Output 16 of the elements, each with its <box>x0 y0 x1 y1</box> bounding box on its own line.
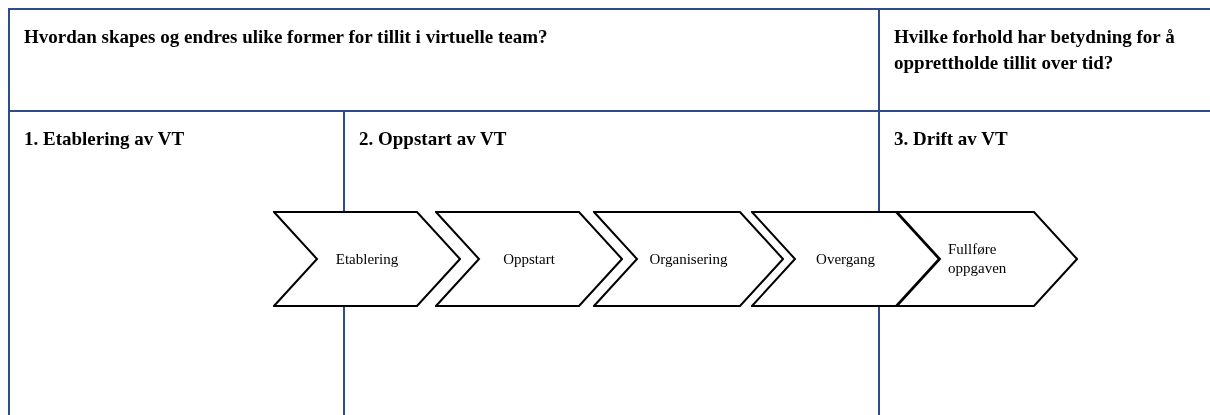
phase-heading: 3. Drift av VT <box>894 127 1008 151</box>
header-cell <box>8 8 880 112</box>
step-label: Overgang <box>816 249 875 269</box>
chevron-step <box>273 211 461 307</box>
chevron-step <box>593 211 784 307</box>
chevron-step <box>435 211 623 307</box>
question-heading: Hvordan skapes og endres ulike former for tillit i virtuelle team? <box>24 25 548 49</box>
question-heading: Hvilke forhold har betydning for å opprettholde tillit over tid? <box>894 25 1176 75</box>
phase-heading: 1. Etablering av VT <box>24 127 185 151</box>
step-label: Oppstart <box>503 249 555 269</box>
step-label: Fullføre oppgaven <box>948 240 1008 278</box>
phase-heading: 2. Oppstart av VT <box>359 127 507 151</box>
step-label: Organisering <box>649 249 728 269</box>
chevron-step <box>896 211 1078 307</box>
step-label: Etablering <box>335 249 399 269</box>
chevron-step <box>751 211 940 307</box>
